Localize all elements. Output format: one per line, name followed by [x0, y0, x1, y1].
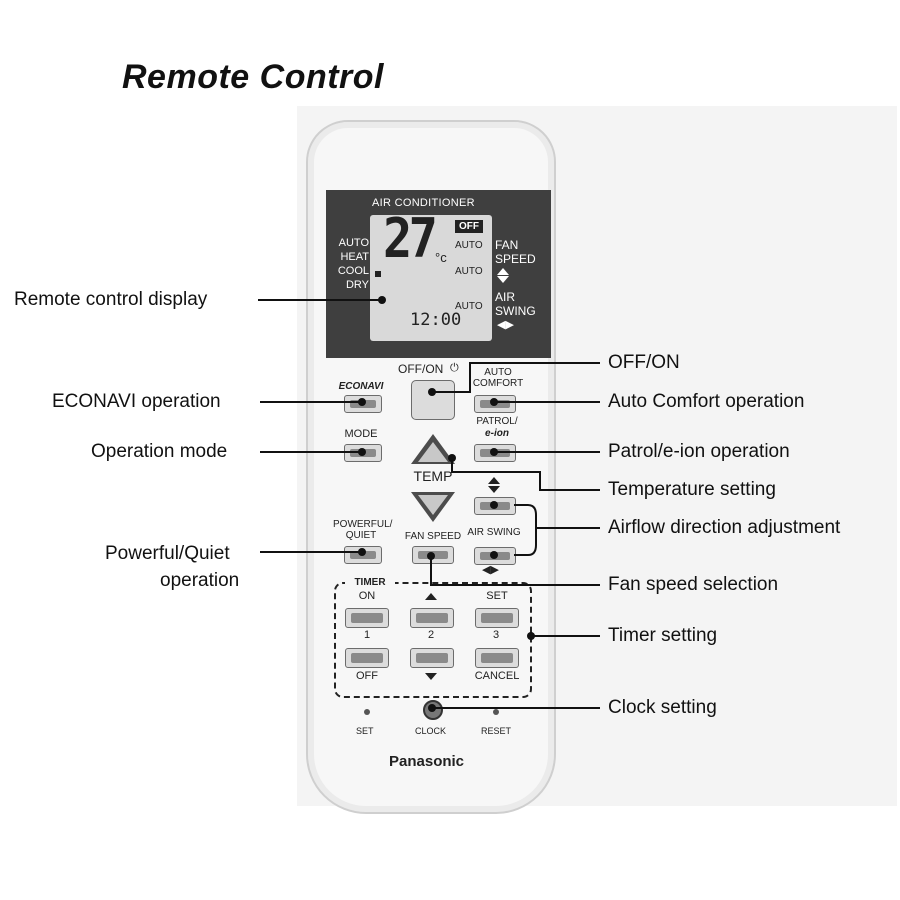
dot-airflow-down [490, 551, 498, 559]
callout-econavi: ECONAVI operation [52, 391, 221, 412]
reset-pinhole-button[interactable] [493, 709, 499, 715]
callout-off-on: OFF/ON [608, 352, 680, 373]
diagram-title: Remote Control [122, 58, 384, 96]
dot-clock [428, 704, 436, 712]
timer-3-label: 3 [492, 629, 500, 641]
dot-remote-display [378, 296, 386, 304]
timer-set-label: SET [486, 590, 508, 602]
callout-operation-mode: Operation mode [91, 441, 228, 462]
timer-cancel-button[interactable] [475, 648, 519, 668]
timer-down-button[interactable] [410, 648, 454, 668]
brand-logo: Panasonic [389, 753, 465, 770]
timer-on-button[interactable] [345, 608, 389, 628]
line-off-on [432, 362, 600, 393]
timer-off-button[interactable] [345, 648, 389, 668]
patrol-label: PATROL/ [476, 416, 518, 427]
mode-indicator [375, 271, 381, 277]
callout-patrol: Patrol/e-ion operation [608, 441, 790, 462]
callout-powerful-quiet-line2: operation [160, 570, 240, 591]
mode-list: AUTO HEAT COOL DRY [332, 236, 369, 292]
lcd-temperature-unit: °c [435, 250, 447, 265]
set-small-label: SET [356, 726, 374, 736]
callout-remote-display: Remote control display [14, 289, 208, 310]
callout-temperature: Temperature setting [608, 479, 776, 500]
callout-fan-speed: Fan speed selection [608, 574, 779, 595]
mode-label: MODE [344, 428, 378, 440]
timer-on-label: ON [358, 590, 376, 602]
callout-auto-comfort: Auto Comfort operation [608, 391, 805, 412]
line-temp [451, 458, 600, 491]
dot-airflow-up [490, 501, 498, 509]
fan-speed-button-label: FAN SPEED [404, 531, 462, 542]
swing-down-arrow-icon [488, 486, 500, 493]
callout-clock: Clock setting [608, 697, 717, 718]
dot-patrol [490, 448, 498, 456]
mode-cool: COOL [337, 265, 369, 277]
fan-speed-label: FAN SPEED [495, 238, 536, 266]
timer-set-button[interactable] [475, 608, 519, 628]
reset-small-label: RESET [481, 726, 512, 736]
fan-down-arrow-icon [497, 276, 509, 283]
mode-dry: DRY [345, 279, 369, 291]
swing-lr-arrows-icon: ◀▶ [482, 564, 499, 576]
lcd-clock: 12:00 [410, 310, 462, 330]
timer-up-arrow-icon [425, 593, 437, 600]
dot-powerful [358, 548, 366, 556]
line-fan-speed [430, 556, 600, 586]
timer-up-button[interactable] [410, 608, 454, 628]
power-icon: ⏻ [450, 362, 459, 374]
mode-auto: AUTO [338, 237, 369, 249]
dot-auto-comfort [490, 398, 498, 406]
callout-powerful-quiet-line1: Powerful/Quiet [105, 543, 230, 564]
dot-timer [527, 632, 535, 640]
off-on-button[interactable] [411, 380, 455, 420]
swing-arrows-icon: ◀▶ [497, 319, 514, 331]
dot-fan-speed [427, 552, 435, 560]
timer-down-arrow-icon [425, 673, 437, 680]
set-pinhole-button[interactable] [364, 709, 370, 715]
timer-off-label: OFF [356, 670, 378, 682]
lcd-temperature: 27 [383, 207, 438, 270]
dot-mode [358, 448, 366, 456]
callout-timer: Timer setting [608, 625, 718, 646]
temp-down-arrow-icon [418, 495, 448, 515]
timer-cancel-label: CANCEL [474, 670, 520, 682]
air-swing-button-label: AIR SWING [467, 527, 521, 538]
dot-temp [448, 454, 456, 462]
air-swing-label: AIR SWING [495, 290, 536, 318]
dot-off-on [428, 388, 436, 396]
temp-label: TEMP [413, 468, 453, 484]
auto-comfort-label: AUTO COMFORT [472, 367, 524, 389]
off-on-label: OFF/ON [398, 362, 444, 376]
timer-label: TIMER [345, 577, 395, 588]
powerful-quiet-label: POWERFUL/ QUIET [333, 519, 393, 541]
timer-2-label: 2 [427, 629, 435, 641]
swing-up-arrow-icon [488, 477, 500, 484]
lcd-screen [370, 215, 492, 341]
lcd-auto-mid: AUTO [455, 266, 483, 277]
temp-up-arrow-icon [418, 442, 448, 462]
fan-up-arrow-icon [497, 268, 509, 275]
lcd-auto-swing: AUTO [455, 301, 483, 312]
lcd-auto-fan: AUTO [455, 240, 483, 251]
clock-small-label: CLOCK [415, 726, 447, 736]
dot-econavi [358, 398, 366, 406]
econavi-label: ECONAVI [338, 381, 384, 392]
line-airflow-bracket [514, 504, 537, 556]
lcd-off-badge: OFF [455, 220, 483, 233]
timer-1-label: 1 [363, 629, 371, 641]
callout-airflow: Airflow direction adjustment [608, 517, 841, 538]
display-title: AIR CONDITIONER [372, 197, 475, 209]
eion-label: e-ion [485, 428, 509, 439]
mode-heat: HEAT [340, 251, 369, 263]
